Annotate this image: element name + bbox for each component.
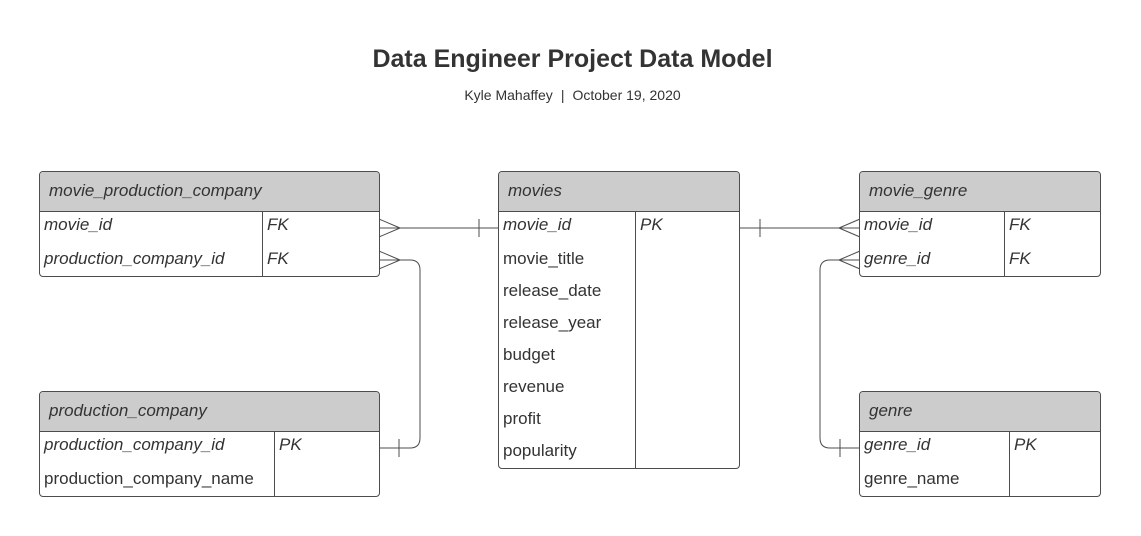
field-name: genre_id — [864, 249, 931, 268]
diagram-subtitle: Kyle Mahaffey | October 19, 2020 — [0, 87, 1141, 103]
field-name: profit — [503, 409, 541, 428]
table-row: production_company_id PK — [40, 432, 379, 466]
field-name: movie_title — [503, 249, 585, 268]
field-name: genre_id — [864, 435, 931, 454]
diagram-title: Data Engineer Project Data Model — [372, 45, 773, 73]
table-row: production_company_id FK — [40, 246, 379, 276]
relationship-movies-movie-production-company — [378, 218, 499, 238]
field-key: PK — [1014, 435, 1037, 454]
column-divider — [635, 212, 636, 468]
relationship-movies-movie-genre — [740, 218, 861, 238]
field-name: movie_id — [44, 215, 113, 234]
column-divider — [262, 212, 263, 276]
field-name: budget — [503, 345, 555, 364]
field-name: movie_id — [503, 215, 572, 234]
table-row: production_company_name — [40, 466, 379, 496]
entity-genre[interactable]: genre genre_id PK genre_name — [859, 391, 1101, 497]
entity-production-company[interactable]: production_company production_company_id… — [39, 391, 380, 497]
column-divider — [274, 432, 275, 496]
field-name: production_company_name — [44, 469, 254, 488]
relationship-production-company-movie-production-company — [378, 250, 421, 457]
field-name: release_date — [503, 281, 602, 300]
field-name: genre_name — [864, 469, 960, 488]
field-key: PK — [279, 435, 302, 454]
entity-title: movies — [499, 172, 739, 212]
field-key: FK — [1009, 215, 1031, 234]
table-row: movie_id FK — [40, 212, 379, 246]
entity-title: movie_genre — [860, 172, 1100, 212]
field-name: revenue — [503, 377, 565, 396]
field-key: PK — [640, 215, 663, 234]
table-row: movie_id PK — [499, 212, 739, 246]
field-name: movie_id — [864, 215, 933, 234]
entity-movies[interactable]: movies movie_id PK movie_title release_d… — [498, 171, 740, 469]
relationship-genre-movie-genre — [819, 250, 861, 457]
table-row: revenue — [499, 374, 739, 406]
table-row: budget — [499, 342, 739, 374]
table-row: profit — [499, 406, 739, 438]
field-key: FK — [267, 215, 289, 234]
table-row: movie_title — [499, 246, 739, 278]
table-row: release_year — [499, 310, 739, 342]
table-row: movie_id FK — [860, 212, 1100, 246]
table-row: genre_id PK — [860, 432, 1100, 466]
field-key: FK — [267, 249, 289, 268]
entity-movie-production-company[interactable]: movie_production_company movie_id FK pro… — [39, 171, 380, 277]
field-name: popularity — [503, 441, 577, 460]
table-row: genre_name — [860, 466, 1100, 496]
table-row: popularity — [499, 438, 739, 468]
entity-title: movie_production_company — [40, 172, 379, 212]
table-row: genre_id FK — [860, 246, 1100, 276]
entity-movie-genre[interactable]: movie_genre movie_id FK genre_id FK — [859, 171, 1101, 277]
author-name: Kyle Mahaffey — [464, 87, 553, 103]
entity-title: production_company — [40, 392, 379, 432]
entity-title: genre — [860, 392, 1100, 432]
table-row: release_date — [499, 278, 739, 310]
subtitle-separator: | — [560, 87, 565, 103]
field-name: release_year — [503, 313, 602, 332]
diagram-date: October 19, 2020 — [572, 87, 681, 103]
column-divider — [1004, 212, 1005, 276]
field-name: production_company_id — [44, 435, 225, 454]
field-key: FK — [1009, 249, 1031, 268]
field-name: production_company_id — [44, 249, 225, 268]
column-divider — [1009, 432, 1010, 496]
